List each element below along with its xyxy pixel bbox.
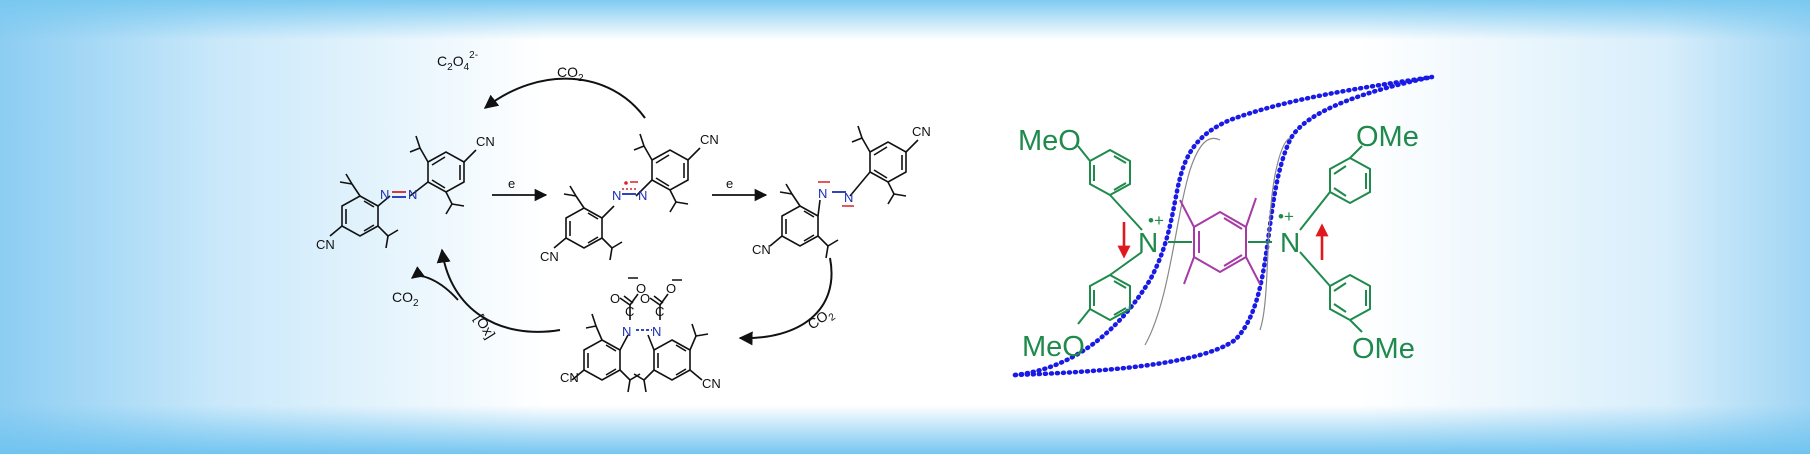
nitrile-3a: CN [912, 124, 931, 139]
carboxylate-o2: O [636, 281, 646, 296]
radical-n1: N [612, 188, 621, 203]
radical-anion-molecule [553, 133, 701, 261]
guide-curve-left [1144, 137, 1221, 346]
dianion-molecule [769, 125, 919, 259]
nitrile-2a: CN [700, 132, 719, 147]
azo-n1: N [380, 187, 389, 202]
nitrile-3b: CN [752, 242, 771, 257]
diradical-molecule: MeO OMe MeO OMe N N •+ •+ [1018, 121, 1419, 365]
central-arene-core [1179, 197, 1261, 285]
electron-label-2: e [726, 176, 733, 191]
ome-top-right: OMe [1356, 121, 1419, 153]
carboxylate-o4: O [666, 281, 676, 296]
right-co2-label: CO2 [805, 304, 839, 336]
hysteresis-upper-branch [1012, 74, 1435, 378]
nitrile-4b: CN [702, 376, 721, 391]
radical-n2: N [638, 188, 647, 203]
nitrile-4a: CN [560, 370, 579, 385]
guide-curve-right [1259, 137, 1291, 331]
electron-label-1: e [508, 176, 515, 191]
carboxylate-c1: C [625, 304, 634, 319]
oxalate-label: C2O42- [437, 50, 478, 73]
magnetic-hysteresis-figure [1012, 74, 1435, 378]
nitrogen-left: N [1138, 227, 1158, 258]
radical-cation-right: •+ [1278, 207, 1294, 226]
carboxylate-c2: C [655, 304, 664, 319]
carboxylate-o3: O [640, 291, 650, 306]
dicarboxylate-molecule [571, 293, 709, 393]
carboxylate-n2: N [652, 324, 661, 339]
top-cycle-arrow [483, 77, 646, 119]
nitrile-1a: CN [476, 134, 495, 149]
azo-n2: N [408, 187, 417, 202]
co2-release-arrow [410, 266, 459, 301]
top-co2-label: CO2 [557, 64, 584, 84]
oxidant-label: [Ox] [471, 311, 498, 341]
reaction-scheme: C2O42- CO2 N N CN CN [316, 50, 931, 393]
meo-bottom-left: MeO [1022, 331, 1085, 363]
nitrile-2b: CN [540, 249, 559, 264]
carboxylate-n1: N [622, 324, 631, 339]
co2-addition-arrow [738, 257, 833, 346]
nitrile-1b: CN [316, 237, 335, 252]
radical-cation-left: •+ [1148, 211, 1164, 230]
azo-catalyst-molecule [329, 135, 477, 249]
hysteresis-lower-branch [1012, 74, 1435, 378]
dianion-n2: N [844, 190, 853, 205]
ome-bottom-right: OMe [1352, 333, 1415, 365]
dianion-n1: N [818, 186, 827, 201]
nitrogen-right: N [1280, 227, 1300, 258]
released-co2-label: CO2 [392, 289, 419, 309]
meo-top-left: MeO [1018, 125, 1081, 157]
oxidation-arrow [436, 248, 561, 333]
radical-dot [624, 181, 628, 185]
carboxylate-o1: O [610, 291, 620, 306]
